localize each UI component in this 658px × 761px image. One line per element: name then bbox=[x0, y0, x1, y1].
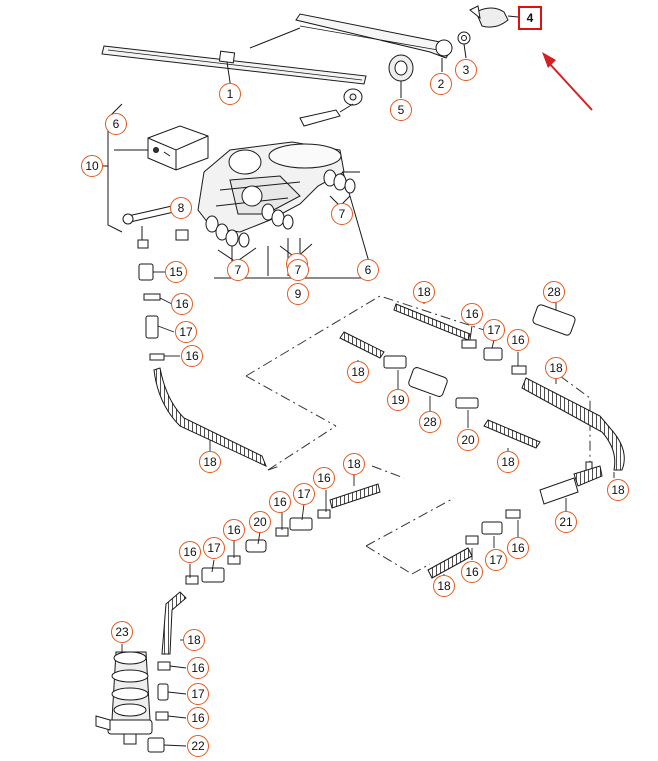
callout-16: 16 bbox=[223, 519, 245, 541]
callout-7: 7 bbox=[331, 203, 353, 225]
callout-28: 28 bbox=[419, 411, 441, 433]
highlight-arrow bbox=[542, 52, 593, 111]
callout-1: 1 bbox=[219, 83, 241, 105]
callout-19: 19 bbox=[387, 389, 409, 411]
callout-3: 3 bbox=[455, 59, 477, 81]
callout-9: 9 bbox=[287, 283, 309, 305]
callout-16: 16 bbox=[187, 707, 209, 729]
callout-17: 17 bbox=[293, 483, 315, 505]
callout-16: 16 bbox=[179, 541, 201, 563]
callout-16: 16 bbox=[181, 345, 203, 367]
wiper-blade bbox=[101, 45, 367, 88]
callout-17: 17 bbox=[483, 319, 505, 341]
callout-18: 18 bbox=[199, 451, 221, 473]
callout-17: 17 bbox=[175, 321, 197, 343]
callout-17: 17 bbox=[203, 537, 225, 559]
callout-23: 23 bbox=[111, 621, 133, 643]
callout-18: 18 bbox=[433, 575, 455, 597]
callout-18: 18 bbox=[343, 453, 365, 475]
callout-16: 16 bbox=[507, 329, 529, 351]
wiper-arm bbox=[249, 13, 453, 72]
callout-8: 8 bbox=[170, 197, 192, 219]
callout-16: 16 bbox=[269, 491, 291, 513]
callout-2: 2 bbox=[430, 73, 452, 95]
callout-16: 16 bbox=[171, 293, 193, 315]
callout-16: 16 bbox=[461, 303, 483, 325]
wiper-motor bbox=[197, 103, 360, 233]
callout-16: 16 bbox=[187, 657, 209, 679]
washer-pump-assembly bbox=[95, 591, 187, 753]
nozzle-bolt bbox=[122, 205, 189, 249]
callout-20: 20 bbox=[249, 511, 271, 533]
callout-18: 18 bbox=[413, 281, 435, 303]
left-upper-hose bbox=[138, 263, 267, 467]
callout-10: 10 bbox=[81, 155, 103, 177]
callout-6: 6 bbox=[105, 113, 127, 135]
callout-18: 18 bbox=[347, 361, 369, 383]
leader-lines bbox=[121, 271, 615, 747]
callout-5: 5 bbox=[390, 99, 412, 121]
reference-frames bbox=[245, 295, 591, 575]
callout-18: 18 bbox=[497, 451, 519, 473]
callout-16: 16 bbox=[461, 561, 483, 583]
callout-17: 17 bbox=[485, 549, 507, 571]
middle-fittings bbox=[185, 465, 603, 585]
callout-16: 16 bbox=[313, 467, 335, 489]
callout-21: 21 bbox=[555, 511, 577, 533]
callout-6: 6 bbox=[357, 259, 379, 281]
nut-and-cap bbox=[457, 5, 519, 59]
callout-18: 18 bbox=[183, 629, 205, 651]
callout-18: 18 bbox=[545, 357, 567, 379]
bushing bbox=[343, 54, 414, 106]
callout-7: 7 bbox=[227, 259, 249, 281]
callout-4-highlighted: 4 bbox=[518, 6, 542, 30]
callout-18: 18 bbox=[607, 479, 629, 501]
callout-28: 28 bbox=[543, 281, 565, 303]
callout-17: 17 bbox=[187, 683, 209, 705]
connector-housing bbox=[114, 125, 209, 171]
callout-15: 15 bbox=[165, 261, 187, 283]
callout-20: 20 bbox=[457, 429, 479, 451]
callout-7: 7 bbox=[287, 259, 309, 281]
callout-22: 22 bbox=[187, 735, 209, 757]
callout-16: 16 bbox=[507, 537, 529, 559]
